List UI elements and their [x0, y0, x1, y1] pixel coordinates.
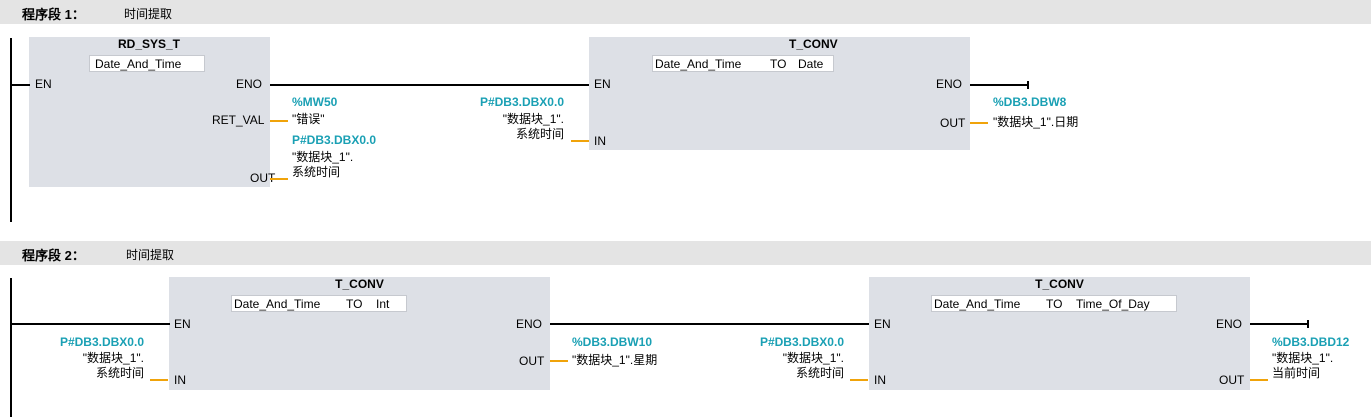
t-conv-1-from-type[interactable]: Date_And_Time — [655, 57, 742, 71]
t-conv-3-en-pin: EN — [874, 317, 891, 331]
network-1-title: 程序段 1： — [22, 7, 85, 22]
network-1-header[interactable]: 程序段 1： 时间提取 — [0, 0, 1371, 24]
t-conv-3-in-pin: IN — [874, 373, 886, 387]
t-conv-2-eno-pin: ENO — [516, 317, 543, 331]
conv3-out-tag-line2[interactable]: 当前时间 — [1272, 366, 1321, 380]
t-conv-3-to-word: TO — [1046, 297, 1063, 311]
t-conv-1-to-word: TO — [770, 57, 787, 71]
conv2-in-tag-line2[interactable]: 系统时间 — [95, 366, 144, 380]
t-conv-1-out-pin: OUT — [940, 116, 966, 130]
conv1-in-address[interactable]: P#DB3.DBX0.0 — [479, 95, 564, 109]
rd-sys-t-block[interactable]: RD_SYS_T Date_And_Time — [29, 37, 270, 187]
conv2-in-address[interactable]: P#DB3.DBX0.0 — [59, 335, 144, 349]
t-conv-1-en-pin: EN — [594, 77, 611, 91]
network-1-power-rail — [10, 38, 12, 222]
t-conv-3-from-type[interactable]: Date_And_Time — [934, 297, 1021, 311]
conv1-out-tag[interactable]: "数据块_1".日期 — [993, 115, 1079, 129]
conv3-out-stub — [1250, 379, 1268, 381]
conv1-out-address[interactable]: %DB3.DBW8 — [993, 95, 1067, 109]
conv3-in-stub — [850, 379, 868, 381]
wire-rd-eno-to-conv1-en — [270, 84, 590, 86]
conv2-in-stub — [150, 379, 168, 381]
conv2-out-address[interactable]: %DB3.DBW10 — [572, 335, 653, 349]
wire-conv1-eno-open — [970, 84, 1028, 86]
t-conv-1-eno-pin: ENO — [936, 77, 963, 91]
conv3-out-tag-line1[interactable]: "数据块_1". — [1272, 351, 1334, 365]
t-conv-2-from-type[interactable]: Date_And_Time — [234, 297, 321, 311]
wire-conv2-eno-to-conv3-en — [550, 323, 870, 325]
rd-sys-t-out-pin: OUT — [250, 171, 276, 185]
rd-ret-val-address[interactable]: %MW50 — [292, 95, 338, 109]
t-conv-2-in-pin: IN — [174, 373, 186, 387]
wire-open-end-2 — [1307, 320, 1309, 328]
t-conv-3-out-pin: OUT — [1219, 373, 1245, 387]
t-conv-3-eno-pin: ENO — [1216, 317, 1243, 331]
network-2-title: 程序段 2： — [22, 248, 85, 263]
conv1-out-stub — [970, 122, 988, 124]
wire-rail-to-rd-en — [10, 84, 30, 86]
rd-out-tag-line2[interactable]: 系统时间 — [292, 165, 341, 179]
wire-rail-to-conv2-en — [10, 323, 170, 325]
rd-out-address[interactable]: P#DB3.DBX0.0 — [292, 133, 377, 147]
t-conv-1-in-pin: IN — [594, 134, 606, 148]
network-2-comment[interactable]: 时间提取 — [126, 248, 175, 262]
t-conv-3-name: T_CONV — [1035, 277, 1084, 291]
t-conv-1-name: T_CONV — [789, 37, 838, 51]
rd-sys-t-type[interactable]: Date_And_Time — [95, 57, 182, 71]
rd-sys-t-ret-val-pin: RET_VAL — [212, 113, 265, 127]
t-conv-2-to-word: TO — [346, 297, 363, 311]
t-conv-3-to-type[interactable]: Time_Of_Day — [1076, 297, 1150, 311]
conv1-in-stub — [571, 140, 589, 142]
t-conv-1-block[interactable]: T_CONV Date_And_Time TO Date — [589, 37, 970, 150]
conv3-in-tag-line1[interactable]: "数据块_1". — [782, 351, 844, 365]
conv2-out-stub — [550, 360, 568, 362]
t-conv-2-to-type[interactable]: Int — [376, 297, 390, 311]
t-conv-2-name: T_CONV — [335, 277, 384, 291]
rd-sys-t-name: RD_SYS_T — [117, 37, 181, 51]
conv2-in-tag-line1[interactable]: "数据块_1". — [82, 351, 144, 365]
conv3-out-address[interactable]: %DB3.DBD12 — [1272, 335, 1350, 349]
network-2-power-rail — [10, 278, 12, 417]
t-conv-3-block[interactable]: T_CONV Date_And_Time TO Time_Of_Day — [869, 277, 1250, 390]
rd-out-tag-line1[interactable]: "数据块_1". — [292, 150, 354, 164]
conv3-in-tag-line2[interactable]: 系统时间 — [795, 366, 844, 380]
rd-sys-t-en-pin: EN — [35, 77, 52, 91]
rd-out-stub — [270, 178, 288, 180]
rd-ret-val-tag[interactable]: "错误" — [292, 112, 325, 126]
wire-open-end-1 — [1027, 81, 1029, 89]
conv1-in-tag-line2[interactable]: 系统时间 — [515, 127, 564, 141]
wire-conv3-eno-open — [1250, 323, 1308, 325]
network-1-comment[interactable]: 时间提取 — [124, 7, 173, 21]
t-conv-2-block[interactable]: T_CONV Date_And_Time TO Int — [169, 277, 550, 390]
t-conv-2-en-pin: EN — [174, 317, 191, 331]
conv1-in-tag-line1[interactable]: "数据块_1". — [502, 112, 564, 126]
network-2-header[interactable]: 程序段 2： 时间提取 — [0, 241, 1371, 265]
t-conv-1-to-type[interactable]: Date — [798, 57, 824, 71]
rd-sys-t-eno-pin: ENO — [236, 77, 263, 91]
rd-ret-val-stub — [270, 120, 288, 122]
conv3-in-address[interactable]: P#DB3.DBX0.0 — [759, 335, 844, 349]
t-conv-2-out-pin: OUT — [519, 354, 545, 368]
conv2-out-tag[interactable]: "数据块_1".星期 — [572, 353, 658, 367]
